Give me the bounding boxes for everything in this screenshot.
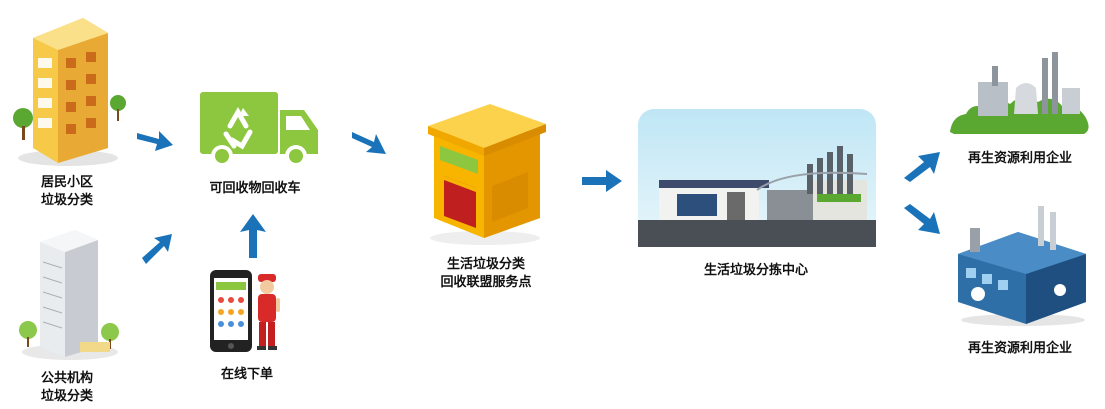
residential-label-line2: 垃圾分类 (40, 193, 93, 208)
flow-arrow-icon (352, 132, 386, 154)
flow-arrow-icon (142, 234, 172, 264)
recycle-truck-icon (200, 92, 318, 167)
residential-label-line1: 居民小区 (40, 175, 93, 190)
service-point-label-line1: 生活垃圾分类 (446, 257, 525, 272)
flow-arrow-icon (904, 204, 940, 234)
power-plant-icon (950, 52, 1089, 134)
service-shop-icon (428, 104, 546, 245)
flow-arrow-icon (904, 152, 940, 182)
recycler-top-label: 再生资源利用企业 (967, 151, 1072, 166)
worker-icon (257, 274, 280, 350)
institution-label-line2: 垃圾分类 (40, 389, 93, 404)
residential-label: 居民小区 垃圾分类 (32, 174, 102, 210)
truck-label: 可回收物回收车 (209, 181, 301, 196)
service-point-label-line2: 回收联盟服务点 (440, 275, 532, 290)
office-tower-icon (19, 230, 119, 360)
service-point-label: 生活垃圾分类 回收联盟服务点 (426, 256, 546, 292)
recycle-icon (223, 106, 253, 150)
sorting-center-icon (638, 109, 876, 247)
institution-label-line1: 公共机构 (40, 371, 93, 386)
sorting-center-label: 生活垃圾分拣中心 (703, 263, 808, 278)
recycler-bottom-label: 再生资源利用企业 (967, 341, 1072, 356)
apartment-building-icon (13, 18, 126, 166)
flow-arrow-icon (137, 131, 173, 151)
factory-icon (958, 206, 1086, 326)
institution-label: 公共机构 垃圾分类 (32, 370, 102, 406)
online-order-label: 在线下单 (220, 367, 273, 382)
flow-arrow-icon (240, 214, 266, 258)
smartphone-icon (210, 270, 252, 352)
flow-arrow-icon (582, 170, 622, 192)
